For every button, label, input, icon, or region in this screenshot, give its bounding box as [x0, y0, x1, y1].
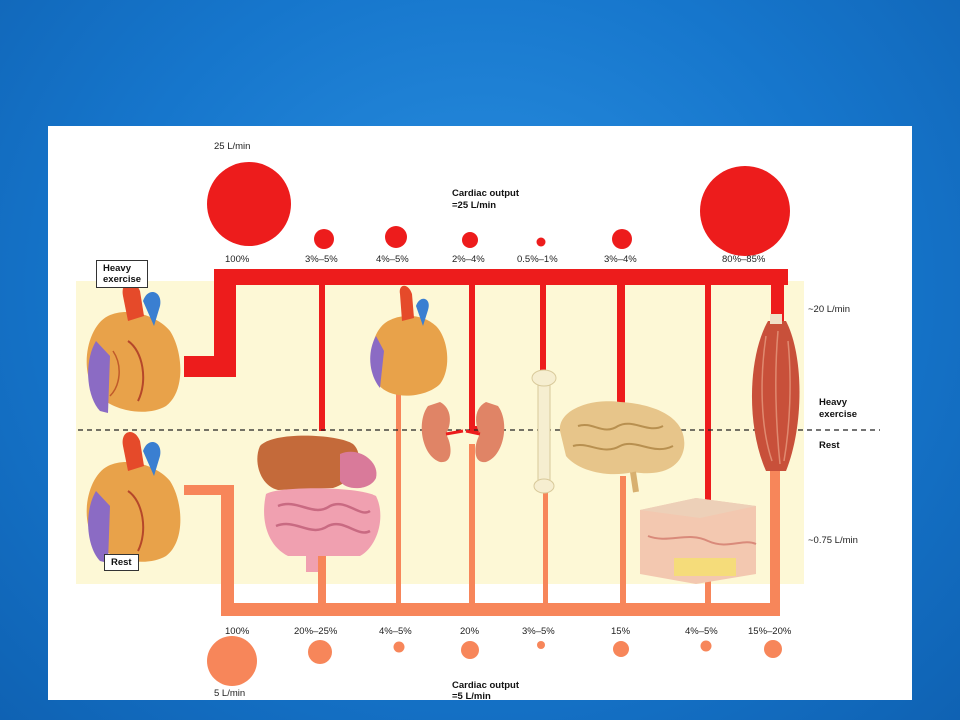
- divider-upper-1: Heavy: [819, 397, 848, 408]
- skin-icon: [640, 498, 757, 584]
- heavy-cardiac-output-2: =25 L/min: [452, 200, 496, 211]
- rest-pct-3: 20%: [460, 626, 480, 637]
- bubble-heavy-4: [536, 237, 546, 247]
- heavy-pct-1: 3%–5%: [305, 254, 338, 265]
- rest-cardiac-output-2: =5 L/min: [452, 691, 491, 700]
- rest-pct-4: 3%–5%: [522, 626, 555, 637]
- liver-intestine-icon: [257, 435, 381, 572]
- rest-flow-label: ~0.75 L/min: [808, 535, 858, 546]
- kidney-icon: [421, 402, 505, 463]
- figure-panel: 25 L/min Cardiac output =25 L/min 100% 3…: [48, 126, 912, 700]
- heart-icon: [370, 285, 448, 396]
- heavy-box-line-2: exercise: [103, 274, 142, 285]
- rest-pct-1: 20%–25%: [294, 626, 338, 637]
- bubble-rest-5: [613, 641, 629, 657]
- muscle-icon: [751, 314, 800, 471]
- rest-box-label: Rest: [111, 557, 132, 568]
- heavy-pct-3: 2%–4%: [452, 254, 485, 265]
- rest-pct-7: 15%–20%: [748, 626, 792, 637]
- heavy-pct-2: 4%–5%: [376, 254, 409, 265]
- bubble-rest-2: [393, 641, 405, 653]
- blood-flow-diagram: 25 L/min Cardiac output =25 L/min 100% 3…: [76, 141, 880, 700]
- brain-icon: [559, 401, 685, 493]
- bone-icon: [531, 369, 557, 494]
- heart-rest-icon: [86, 431, 181, 563]
- rest-pct-5: 15%: [611, 626, 631, 637]
- bubble-heavy-5: [612, 229, 632, 249]
- bubble-heavy-total: [207, 162, 291, 246]
- heavy-pct-4: 0.5%–1%: [517, 254, 558, 265]
- heavy-pct-0: 100%: [225, 254, 250, 265]
- heavy-pct-6: 80%–85%: [722, 254, 766, 265]
- divider-lower: Rest: [819, 440, 840, 451]
- bubble-rest-4: [537, 641, 545, 649]
- heavy-exercise-box: Heavy exercise: [96, 260, 149, 288]
- heavy-flow-pipes: [184, 269, 788, 501]
- heart-heavy-icon: [86, 281, 181, 413]
- bubble-rest-1: [308, 640, 332, 664]
- rest-flow-pipes: [184, 381, 780, 616]
- rest-pct-6: 4%–5%: [685, 626, 718, 637]
- bubble-rest-6: [700, 640, 712, 652]
- heavy-total-label: 25 L/min: [214, 141, 250, 152]
- heavy-box-line-1: Heavy: [103, 263, 131, 274]
- bubble-rest-3: [461, 641, 479, 659]
- heavy-flow-label: ~20 L/min: [808, 304, 850, 315]
- bubble-rest-total: [207, 636, 257, 686]
- bubble-heavy-3: [462, 232, 478, 248]
- rest-pct-0: 100%: [225, 626, 250, 637]
- bubble-heavy-1: [314, 229, 334, 249]
- rest-box: Rest: [104, 554, 139, 571]
- bubble-heavy-muscle: [700, 166, 790, 256]
- rest-pct-2: 4%–5%: [379, 626, 412, 637]
- rest-cardiac-output-1: Cardiac output: [452, 680, 520, 691]
- bubble-rest-7: [764, 640, 782, 658]
- heavy-cardiac-output-1: Cardiac output: [452, 188, 520, 199]
- bubble-heavy-2: [385, 226, 407, 248]
- heavy-pct-5: 3%–4%: [604, 254, 637, 265]
- rest-total-label: 5 L/min: [214, 688, 245, 699]
- divider-upper-2: exercise: [819, 409, 857, 420]
